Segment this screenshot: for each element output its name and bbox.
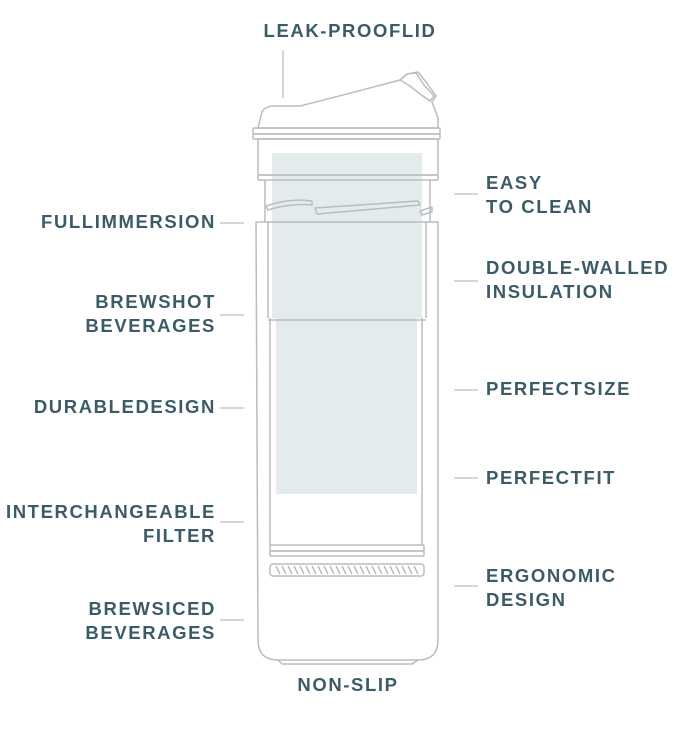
thread-2: [314, 200, 421, 215]
label-non-slip: NON-SLIP: [297, 674, 399, 695]
label-perfect-fit: PERFECTFIT: [486, 467, 617, 488]
inner-wall: [267, 222, 427, 545]
label-brew-iced-beverages: BREWSICED BEVERAGES: [85, 598, 216, 643]
lid-tab: [399, 72, 435, 102]
thread-section: [264, 180, 431, 222]
thread-1: [265, 199, 313, 211]
filter-mesh: [269, 563, 425, 577]
lid-band-bottom: [257, 174, 439, 181]
filter-shade-lower: [276, 318, 417, 494]
label-interchangeable-filter: INTERCHANGEABLE FILTER: [5, 501, 216, 546]
label-perfect-size: PERFECTSIZE: [486, 378, 632, 399]
filter-shade-upper: [272, 153, 422, 318]
label-ergonomic-design: ERGONOMIC DESIGN: [486, 565, 617, 610]
label-easy-to-clean: EASY TO CLEAN: [486, 172, 594, 217]
filter-mesh-pattern: [275, 565, 419, 575]
label-durable-design: DURABLEDESIGN: [33, 396, 216, 417]
lid-ring-1: [252, 127, 441, 135]
label-full-immersion: FULLIMMERSION: [41, 211, 216, 232]
label-double-walled-insulation: DOUBLE-WALLED INSULATION: [486, 257, 670, 302]
label-leak-proof-lid: LEAK-PROOFLID: [263, 20, 437, 41]
label-brew-hot-beverages: BREWSHOT BEVERAGES: [85, 291, 216, 336]
base-rim: [277, 659, 419, 665]
filter-ring-top: [269, 544, 425, 552]
thread-3: [419, 206, 433, 216]
lid-top: [257, 71, 439, 129]
leader-lines: [220, 50, 478, 621]
filter-ring-mid: [269, 550, 425, 557]
